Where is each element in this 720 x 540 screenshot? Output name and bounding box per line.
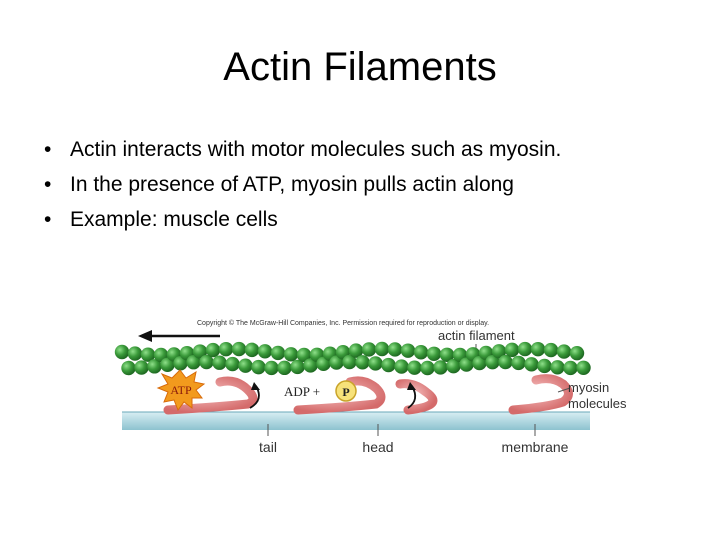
actin-bead xyxy=(257,344,273,359)
actin-bead xyxy=(218,341,234,357)
myosin-molecules xyxy=(163,374,573,415)
membrane-label: membrane xyxy=(502,439,569,455)
bullet-text: Example: muscle cells xyxy=(70,208,278,231)
membrane xyxy=(122,412,590,430)
actin-bead xyxy=(446,358,461,374)
bullet-dot: • xyxy=(44,173,52,196)
actin-bead xyxy=(420,360,435,376)
adp-label: ADP + xyxy=(284,384,320,399)
actin-bead xyxy=(199,354,214,370)
atp-label: ATP xyxy=(170,383,192,397)
actin-bead xyxy=(134,360,149,375)
bullet-list: • Actin interacts with motor molecules su… xyxy=(44,132,561,237)
actin-bead xyxy=(504,342,520,358)
actin-bead xyxy=(147,359,162,374)
actin-bead xyxy=(433,360,448,375)
actin-bead xyxy=(283,347,299,362)
actin-bead xyxy=(543,342,559,358)
actin-bead xyxy=(361,342,377,357)
actin-filament-label: actin filament xyxy=(438,328,515,343)
direction-arrow xyxy=(138,330,220,342)
actin-bead xyxy=(244,342,260,358)
actin-bead xyxy=(524,357,539,372)
actin-bead xyxy=(348,343,364,358)
actin-bead xyxy=(459,357,474,372)
actin-bead xyxy=(342,354,357,370)
actin-bead xyxy=(205,342,221,358)
actin-bead xyxy=(550,360,565,375)
actin-bead xyxy=(511,355,526,371)
actin-bead xyxy=(394,359,409,374)
actin-bead xyxy=(374,341,390,357)
actin-bead xyxy=(439,347,455,362)
phosphate-label: P xyxy=(342,385,349,399)
actin-bead xyxy=(277,360,292,376)
slide-title: Actin Filaments xyxy=(223,45,497,89)
actin-bead xyxy=(569,345,585,361)
actin-bead xyxy=(368,356,383,371)
actin-myosin-diagram: Copyright © The McGraw-Hill Companies, I… xyxy=(108,312,648,462)
actin-bead xyxy=(303,358,318,373)
actin-bead xyxy=(498,354,513,370)
actin-bead xyxy=(413,345,429,360)
bullet-text: Actin interacts with motor molecules suc… xyxy=(70,138,562,161)
copyright-text: Copyright © The McGraw-Hill Companies, I… xyxy=(197,319,489,327)
actin-bead xyxy=(160,357,175,372)
actin-bead xyxy=(192,344,208,359)
actin-bead xyxy=(400,343,416,358)
actin-bead xyxy=(381,357,396,373)
actin-bead xyxy=(121,360,136,376)
actin-bead xyxy=(296,347,312,363)
actin-bead xyxy=(491,344,507,359)
myosin-pointer-line xyxy=(557,387,571,393)
actin-bead xyxy=(186,355,201,370)
actin-bead xyxy=(485,354,500,370)
head-label: head xyxy=(362,439,393,455)
actin-bead xyxy=(270,345,286,361)
actin-bead xyxy=(517,341,533,357)
actin-bead xyxy=(264,360,279,376)
actin-bead xyxy=(127,346,143,361)
bullet-item: • Actin interacts with motor molecules su… xyxy=(44,132,561,167)
actin-bead xyxy=(563,360,578,376)
actin-bead xyxy=(140,347,156,362)
bullet-dot: • xyxy=(44,138,52,161)
actin-bead xyxy=(355,355,370,370)
actin-bead xyxy=(387,342,403,357)
actin-bead xyxy=(426,346,442,361)
phosphate-marker: P xyxy=(335,380,357,402)
actin-bead xyxy=(231,341,247,357)
bullet-item: • In the presence of ATP, myosin pulls ac… xyxy=(44,167,561,202)
tail-label: tail xyxy=(259,439,277,455)
actin-bead xyxy=(238,358,253,373)
actin-bead xyxy=(329,355,344,370)
atp-burst: ATP xyxy=(156,369,206,412)
bullet-item: • Example: muscle cells xyxy=(44,202,561,237)
actin-filament xyxy=(114,341,591,376)
actin-bead xyxy=(114,344,130,360)
diagram-svg: Copyright © The McGraw-Hill Companies, I… xyxy=(114,319,627,455)
actin-bead xyxy=(576,360,591,375)
actin-bead xyxy=(407,360,422,375)
actin-bead xyxy=(212,355,227,370)
bullet-dot: • xyxy=(44,208,52,231)
myosin-label-line1: myosin xyxy=(568,380,609,395)
actin-bead xyxy=(556,344,572,359)
actin-bead xyxy=(537,358,552,374)
motion-arrows xyxy=(249,382,417,409)
actin-bead xyxy=(530,341,546,357)
bullet-text: In the presence of ATP, myosin pulls act… xyxy=(70,173,514,196)
actin-bead xyxy=(290,359,305,375)
actin-bead xyxy=(225,356,240,372)
myosin-label-line2: molecules xyxy=(568,396,627,411)
actin-bead xyxy=(251,359,266,375)
